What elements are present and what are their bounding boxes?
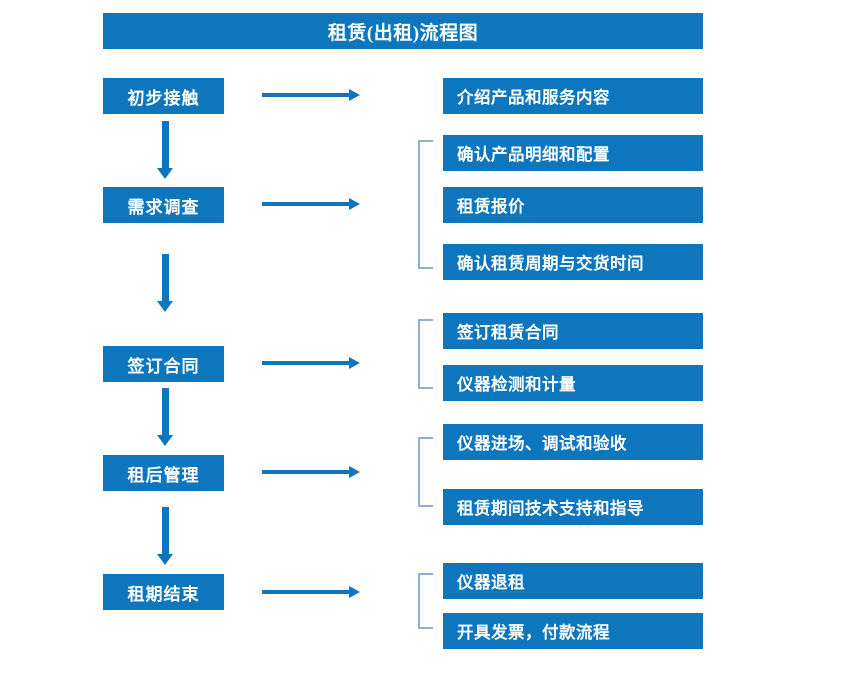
arrow-head-icon (349, 357, 360, 369)
horizontal-arrow-2 (262, 197, 360, 211)
arrow-head-icon (157, 168, 173, 179)
group-bracket-rental-end (418, 573, 433, 629)
stage-box-rental-end[interactable]: 租期结束 (103, 574, 224, 610)
arrow-shaft (262, 93, 350, 97)
group-bracket-needs-survey (418, 140, 433, 269)
arrow-shaft (162, 121, 169, 168)
arrow-shaft (162, 254, 169, 301)
vertical-arrow-1 (155, 121, 175, 179)
detail-box-instrument-test[interactable]: 仪器检测和计量 (443, 365, 703, 401)
arrow-shaft (162, 388, 169, 435)
arrow-head-icon (349, 198, 360, 210)
detail-box-sign-rental-contract[interactable]: 签订租赁合同 (443, 313, 703, 349)
arrow-shaft (262, 470, 350, 474)
horizontal-arrow-3 (262, 356, 360, 370)
vertical-arrow-3 (155, 388, 175, 446)
vertical-arrow-4 (155, 507, 175, 565)
stage-box-initial-contact[interactable]: 初步接触 (103, 78, 224, 114)
arrow-shaft (162, 507, 169, 554)
detail-box-instrument-onsite[interactable]: 仪器进场、调试和验收 (443, 424, 703, 460)
detail-box-introduce-products[interactable]: 介绍产品和服务内容 (443, 78, 703, 114)
arrow-head-icon (349, 89, 360, 101)
horizontal-arrow-4 (262, 465, 360, 479)
stage-box-post-rental[interactable]: 租后管理 (103, 455, 224, 491)
detail-box-confirm-spec[interactable]: 确认产品明细和配置 (443, 135, 703, 171)
group-bracket-post-rental (418, 437, 433, 507)
arrow-head-icon (349, 466, 360, 478)
arrow-head-icon (349, 586, 360, 598)
vertical-arrow-2 (155, 254, 175, 312)
horizontal-arrow-5 (262, 585, 360, 599)
chart-title: 租赁(出租)流程图 (103, 13, 703, 49)
arrow-head-icon (157, 554, 173, 565)
group-bracket-sign-contract (418, 319, 433, 389)
detail-box-rental-quote[interactable]: 租赁报价 (443, 187, 703, 223)
detail-box-confirm-period[interactable]: 确认租赁周期与交货时间 (443, 244, 703, 280)
horizontal-arrow-1 (262, 88, 360, 102)
detail-box-instrument-return[interactable]: 仪器退租 (443, 563, 703, 599)
arrow-head-icon (157, 435, 173, 446)
stage-box-sign-contract[interactable]: 签订合同 (103, 346, 224, 382)
arrow-shaft (262, 361, 350, 365)
arrow-shaft (262, 202, 350, 206)
arrow-head-icon (157, 301, 173, 312)
stage-box-needs-survey[interactable]: 需求调查 (103, 187, 224, 223)
detail-box-invoice-payment[interactable]: 开具发票，付款流程 (443, 613, 703, 649)
arrow-shaft (262, 590, 350, 594)
detail-box-tech-support[interactable]: 租赁期间技术支持和指导 (443, 489, 703, 525)
